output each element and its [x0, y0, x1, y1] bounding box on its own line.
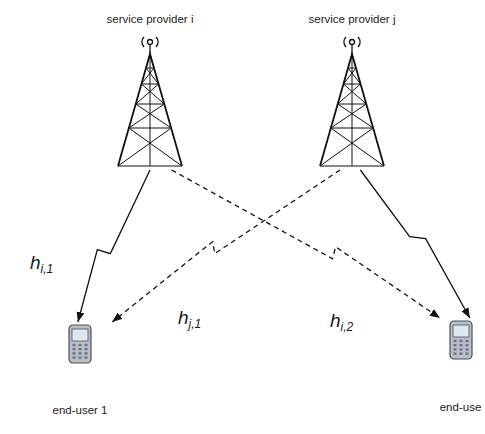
- tower-illustration: [90, 30, 210, 170]
- phone-key: [459, 348, 462, 350]
- phone-key: [453, 348, 456, 350]
- channel-label: hi,1: [30, 252, 53, 274]
- provider-label: service provider i: [107, 12, 194, 26]
- phone-screen: [453, 325, 469, 337]
- phone-node: end-user 1: [45, 322, 115, 417]
- phone-key: [459, 352, 462, 354]
- tower-illustration: [292, 30, 412, 170]
- phone-key: [79, 352, 82, 354]
- tower-lattice: [320, 54, 384, 166]
- antenna-knob: [350, 40, 355, 45]
- channel-label: hi,2: [330, 310, 353, 332]
- phone-key: [73, 356, 76, 358]
- tower-lattice: [118, 54, 182, 166]
- phone-key: [465, 348, 468, 350]
- phone-key: [73, 352, 76, 354]
- interference-link: [172, 170, 440, 318]
- phone-screen: [72, 329, 88, 341]
- tower-node: service provider j: [292, 12, 412, 170]
- phone-body: [450, 321, 472, 359]
- signal-link: [360, 170, 469, 318]
- phone-key: [465, 340, 468, 342]
- channel-label: hj,1: [178, 307, 201, 329]
- user-label: end-user 1: [53, 403, 108, 417]
- phone-key: [85, 348, 88, 350]
- phone-key: [73, 348, 76, 350]
- antenna-knob: [148, 40, 153, 45]
- phone-key: [85, 356, 88, 358]
- tower-leg: [320, 54, 384, 166]
- phone-key: [73, 344, 76, 346]
- phone-body: [69, 325, 91, 363]
- phone-key: [79, 356, 82, 358]
- phone-key: [85, 344, 88, 346]
- phone-key: [465, 344, 468, 346]
- phone-key: [465, 352, 468, 354]
- tower-leg: [118, 54, 182, 166]
- tower-node: service provider i: [90, 12, 210, 170]
- user-label: end-use: [440, 400, 482, 414]
- provider-label: service provider j: [309, 12, 396, 26]
- phone-key: [459, 340, 462, 342]
- phone-illustration: [65, 322, 95, 365]
- phone-key: [79, 344, 82, 346]
- phone-illustration: [446, 318, 476, 362]
- phone-key: [453, 352, 456, 354]
- phone-node: end-use: [436, 318, 485, 417]
- phone-key: [459, 344, 462, 346]
- phone-key: [453, 344, 456, 346]
- interference-link: [112, 170, 340, 322]
- phone-key: [453, 340, 456, 342]
- phone-key: [85, 352, 88, 354]
- signal-link: [78, 170, 150, 322]
- phone-key: [79, 348, 82, 350]
